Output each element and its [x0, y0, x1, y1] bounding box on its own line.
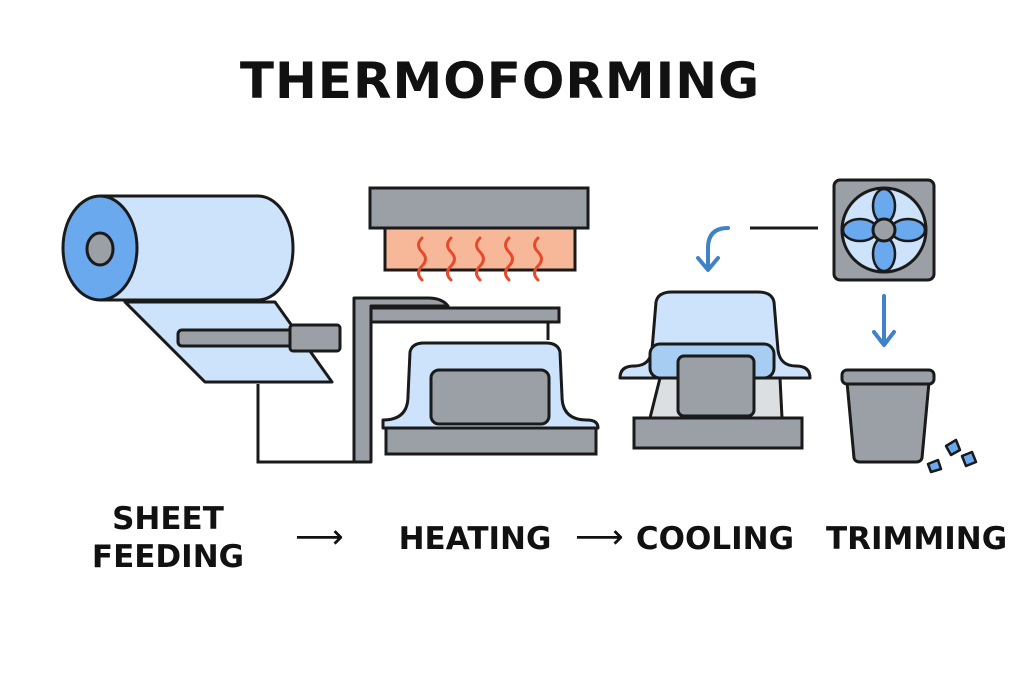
- trimmed-cup: [845, 380, 931, 464]
- sheet-roll: [98, 194, 295, 302]
- sheet-feeding-line2: FEEDING: [91, 539, 245, 575]
- guide-rod: [176, 328, 296, 348]
- cooling-air-arrow-icon: [706, 226, 730, 270]
- roll-core: [85, 231, 115, 267]
- flow-arrow-2: ⟶: [575, 517, 624, 557]
- heating-station: [352, 186, 600, 464]
- support-frame: [352, 296, 450, 464]
- scrap-pieces-icon: [926, 438, 978, 474]
- sheet-feeding-station: [61, 194, 354, 464]
- stage-label-trimming: TRIMMING: [826, 521, 1008, 557]
- guide-rod-clamp: [288, 323, 342, 353]
- flow-arrow-1: ⟶: [295, 517, 344, 557]
- cooling-station: [618, 226, 818, 450]
- trimming-station: [840, 368, 978, 474]
- fan-hub: [871, 217, 897, 243]
- heating-base: [384, 426, 598, 456]
- stage-label-heating: HEATING: [398, 521, 552, 557]
- cooling-base: [632, 416, 804, 450]
- fan-icon: [841, 187, 927, 273]
- heat-waves-icon: [417, 236, 543, 282]
- diagram-title: THERMOFORMING: [239, 52, 761, 110]
- fan-unit: [832, 178, 936, 347]
- cup-rim: [840, 368, 936, 386]
- stage-label-cooling: COOLING: [635, 521, 795, 557]
- heater-element: [383, 226, 577, 272]
- cooling-mold: [676, 354, 756, 418]
- connecting-line: [256, 384, 354, 464]
- heater-top-plate: [368, 186, 590, 230]
- stage-label-sheet-feeding: SHEET FEEDING: [88, 500, 248, 576]
- arrow-head-icon: [696, 256, 720, 272]
- support-arm: [369, 306, 561, 324]
- heating-mold: [429, 368, 551, 426]
- sheet-feeding-line1: SHEET: [112, 501, 224, 537]
- down-arrow-icon: [872, 294, 896, 347]
